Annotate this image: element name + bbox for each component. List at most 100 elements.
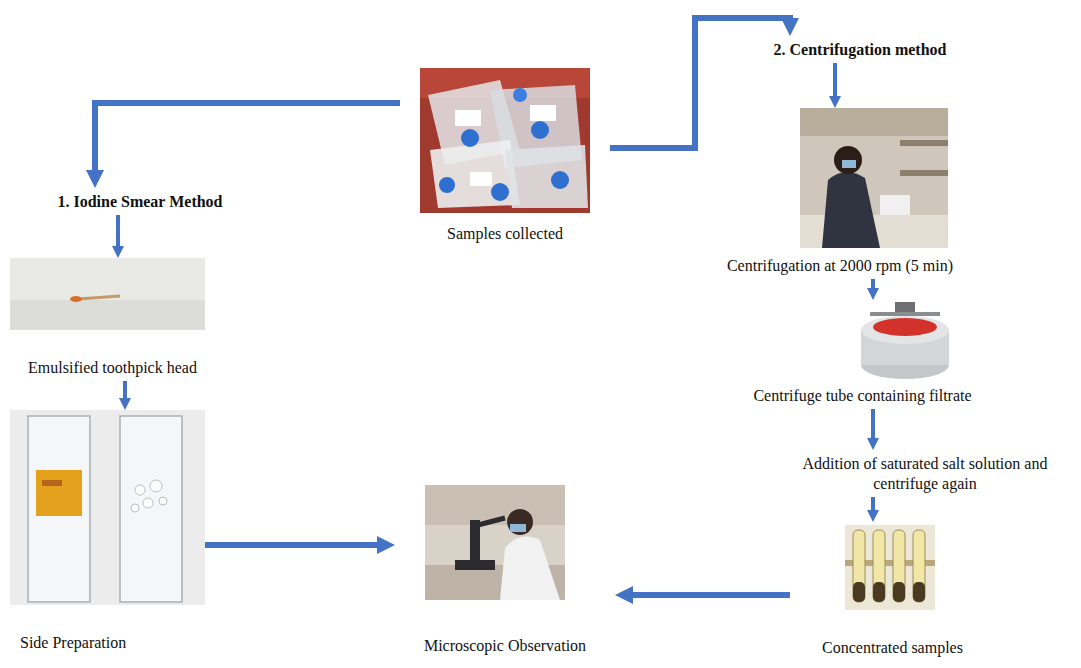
microscope-photo <box>455 560 495 570</box>
step-caption: Concentrated samples <box>790 638 995 658</box>
step-caption: Addition of saturated salt solution and … <box>794 454 1056 494</box>
process-step: Concentrated samples <box>790 522 995 661</box>
process-step: Centrifugation at 2000 rpm (5 min) <box>700 108 980 279</box>
sample-tubes-photo <box>913 582 925 602</box>
microscope-photo <box>478 518 505 525</box>
microscope-photo <box>425 485 565 525</box>
sample-bags-photo <box>439 177 455 193</box>
microscope-photo <box>507 509 533 535</box>
photo-space <box>5 258 220 330</box>
flow-arrow <box>205 542 384 548</box>
slides-photo <box>42 480 62 486</box>
sample-bags-photo <box>513 88 527 102</box>
photo-space <box>790 522 995 610</box>
flow-arrow <box>833 63 837 101</box>
toothpick-photo <box>10 300 205 330</box>
flow-arrow <box>871 409 875 443</box>
flow-arrow <box>626 592 790 598</box>
sample-bags-photo <box>505 145 588 208</box>
sample-tubes-photo <box>893 582 905 602</box>
slides-photo <box>120 416 182 602</box>
flow-arrow <box>610 18 790 148</box>
flow-arrow <box>871 279 875 293</box>
photo-space <box>400 68 610 218</box>
slides-photo <box>10 410 205 605</box>
sample-bags-photo <box>470 172 492 186</box>
sample-step: Samples collected <box>400 68 610 247</box>
lab-centrifugation-photo <box>842 160 856 168</box>
lab-centrifugation-photo <box>900 140 948 146</box>
flow-arrow <box>871 497 875 515</box>
toothpick-photo <box>10 258 205 330</box>
lab-centrifugation-photo <box>800 108 948 248</box>
microscope-photo <box>425 485 565 600</box>
lab-centrifugation-photo <box>822 172 880 248</box>
step-caption: Side Preparation <box>10 633 205 653</box>
process-step: Addition of saturated salt solution and … <box>794 450 1056 497</box>
sample-bags-photo <box>420 68 590 213</box>
lab-centrifugation-photo <box>800 108 948 136</box>
flow-arrow <box>95 103 400 177</box>
slides-photo <box>10 410 205 605</box>
slides-photo <box>150 480 162 492</box>
sample-tubes-photo <box>893 530 905 602</box>
sample-tubes-photo <box>853 582 865 602</box>
slides-photo <box>28 416 90 602</box>
process-step: Side Preparation <box>10 410 205 656</box>
microscope-photo <box>425 485 565 600</box>
step-heading: 1. Iodine Smear Method <box>20 192 260 212</box>
method-heading: 1. Iodine Smear Method <box>20 188 260 215</box>
sample-tubes-photo <box>873 530 885 602</box>
slides-photo <box>143 498 153 508</box>
centrifuge-device <box>861 302 949 379</box>
toothpick-photo <box>78 296 120 299</box>
centrifuge-device <box>861 316 949 344</box>
centrifuge-device <box>895 302 915 312</box>
photo-space <box>395 485 615 600</box>
slides-photo <box>159 497 167 505</box>
sample-bags-photo <box>531 121 549 139</box>
lab-centrifugation-photo <box>900 170 948 176</box>
flow-arrow <box>123 381 127 403</box>
step-caption: Centrifugation at 2000 rpm (5 min) <box>700 256 980 276</box>
sample-tubes-photo <box>845 525 935 610</box>
microscope-photo <box>500 536 560 600</box>
photo-space <box>700 108 980 248</box>
method-heading: 2. Centrifugation method <box>745 36 975 63</box>
sample-bags-photo <box>420 68 590 213</box>
sample-tubes-photo <box>845 525 935 610</box>
photo-space <box>10 410 205 605</box>
process-step: Microscopic Observation <box>395 485 615 659</box>
sample-tubes-photo <box>853 530 865 602</box>
sample-bags-photo <box>530 105 556 121</box>
toothpick-photo <box>10 258 205 330</box>
slides-photo <box>135 485 145 495</box>
sample-tubes-photo <box>873 582 885 602</box>
step-caption: Microscopic Observation <box>395 636 615 656</box>
step-caption: Samples collected <box>400 224 610 244</box>
sample-bags-photo <box>455 110 481 126</box>
lab-centrifugation-photo <box>880 195 910 215</box>
sample-tubes-photo <box>913 530 925 602</box>
slides-photo <box>131 504 139 512</box>
toothpick-photo <box>70 296 82 302</box>
lab-centrifugation-photo <box>800 108 948 248</box>
flow-arrow <box>116 215 120 251</box>
step-caption: Emulsified toothpick head <box>5 358 220 378</box>
centrifuge-device <box>873 318 937 336</box>
microscope-photo <box>510 524 526 532</box>
step-heading: 2. Centrifugation method <box>745 40 975 60</box>
photo-space <box>720 300 1005 380</box>
process-step: Emulsified toothpick head <box>5 258 220 381</box>
connector-group <box>95 18 873 595</box>
sample-bags-photo <box>551 171 569 189</box>
slides-photo <box>36 470 82 516</box>
centrifuge-device <box>870 312 940 316</box>
sample-bags-photo <box>461 129 479 147</box>
process-step: Centrifuge tube containing filtrate <box>720 300 1005 409</box>
step-caption: Centrifuge tube containing filtrate <box>720 386 1005 406</box>
lab-centrifugation-photo <box>834 146 862 174</box>
